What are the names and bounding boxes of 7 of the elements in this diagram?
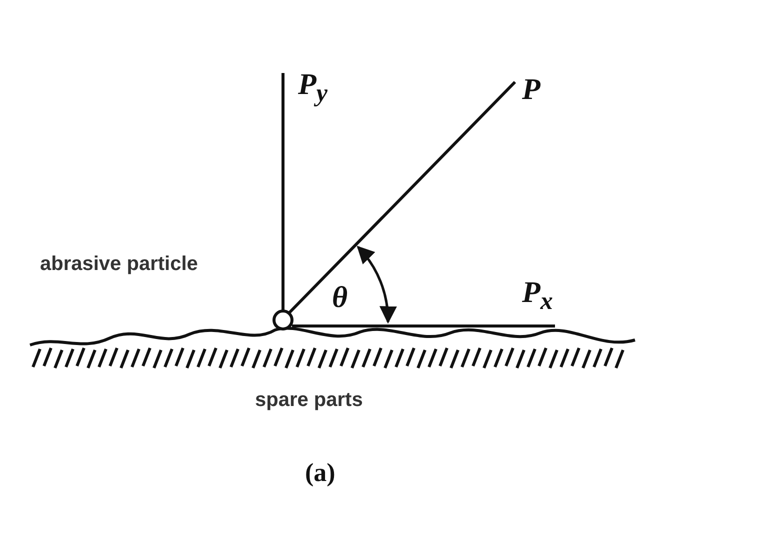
figure-caption: (a)	[305, 460, 336, 486]
part-label: spare parts	[255, 390, 363, 410]
force-label: P$_{y}$	[298, 70, 328, 106]
part-label: abrasive particle	[40, 254, 198, 274]
angle-label: θ	[332, 283, 348, 313]
force-label: P	[522, 75, 540, 105]
force-label: P$_{x}$	[522, 278, 553, 314]
